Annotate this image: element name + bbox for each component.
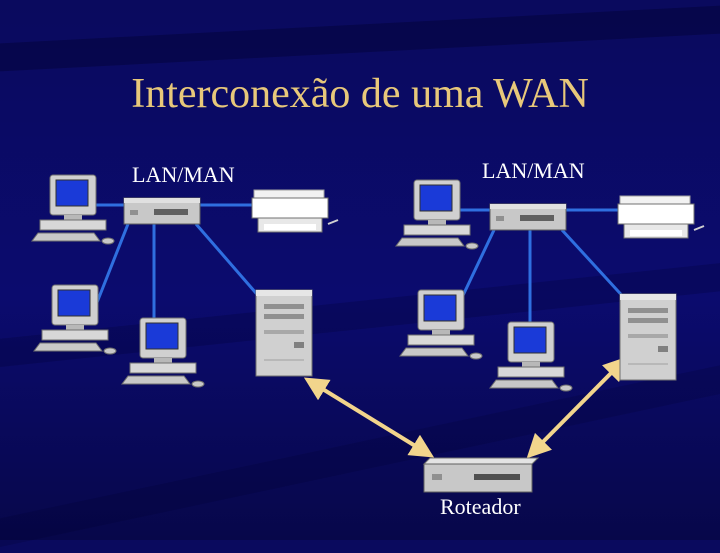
network-diagram xyxy=(31,174,705,493)
right-workstation-1 xyxy=(395,179,479,250)
left-hub xyxy=(123,197,201,225)
left-server xyxy=(255,289,313,377)
left-printer xyxy=(251,189,339,233)
left-workstation-3 xyxy=(121,317,205,388)
left-lan-links xyxy=(86,203,264,318)
left-workstation-1 xyxy=(31,174,115,245)
lan-left-label: LAN/MAN xyxy=(132,162,235,187)
router xyxy=(423,457,539,493)
right-lan-links xyxy=(450,208,630,322)
page-title: Interconexão de uma WAN xyxy=(131,71,589,117)
left-workstation-2 xyxy=(33,284,117,355)
wan-links xyxy=(303,356,628,459)
router-label: Roteador xyxy=(440,494,521,519)
right-workstation-3 xyxy=(489,321,573,392)
right-printer xyxy=(617,195,705,239)
right-hub xyxy=(489,203,567,231)
lan-right-label: LAN/MAN xyxy=(482,158,585,183)
right-workstation-2 xyxy=(399,289,483,360)
right-server xyxy=(619,293,677,381)
